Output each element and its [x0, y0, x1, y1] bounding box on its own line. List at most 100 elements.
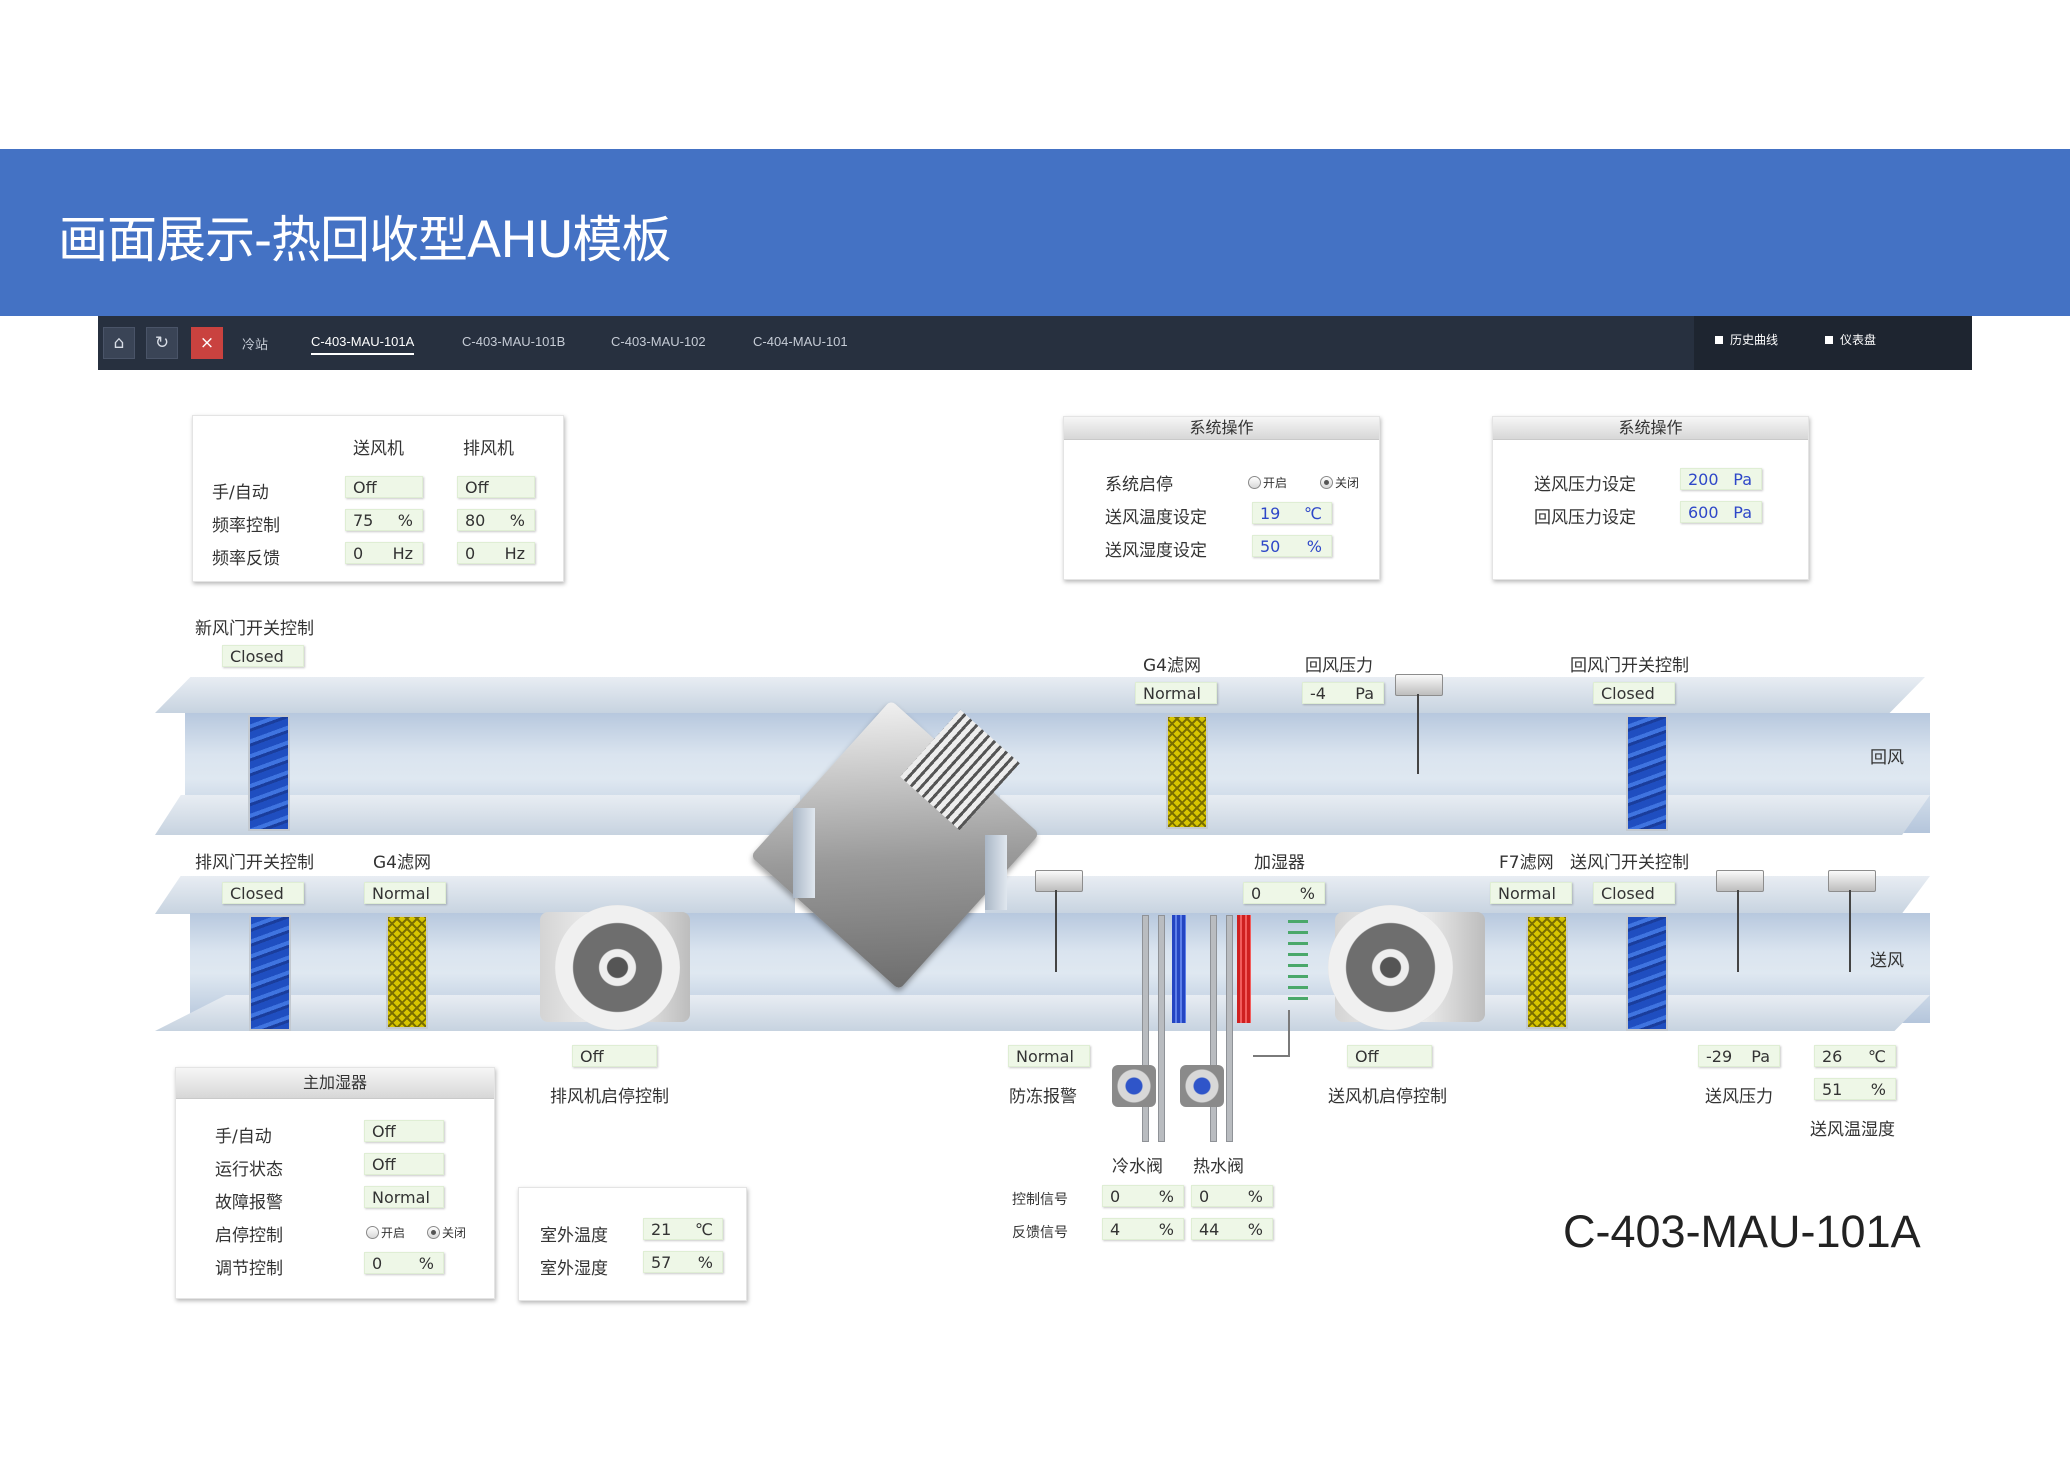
supply-damper-state[interactable]: Closed — [1593, 882, 1675, 904]
return-air-damper[interactable] — [1626, 715, 1668, 831]
system-off-radio[interactable]: 关闭 — [1320, 474, 1359, 491]
return-pressure-setpoint-label: 回风压力设定 — [1534, 508, 1636, 528]
tab-c-403-mau-101a[interactable]: C-403-MAU-101A — [311, 334, 415, 355]
hot-water-valve-icon[interactable] — [1180, 1065, 1224, 1107]
supply-temp-setpoint-field[interactable]: 19℃ — [1252, 502, 1332, 524]
hum-mode-field[interactable]: Off — [364, 1120, 444, 1142]
hot-valve-control-field[interactable]: 0% — [1191, 1185, 1273, 1207]
cooling-coil — [1172, 915, 1186, 1023]
panel-title: 系统操作 — [1064, 417, 1379, 440]
freq-fb-row-label: 频率反馈 — [212, 549, 280, 569]
supply-hum-setpoint-label: 送风湿度设定 — [1105, 541, 1207, 561]
exhaust-fan-freq-field[interactable]: 80% — [457, 509, 535, 531]
cold-valve-feedback-field: 4% — [1102, 1218, 1184, 1240]
hum-adjust-label: 调节控制 — [215, 1259, 283, 1279]
f7-filter — [1526, 915, 1568, 1029]
hum-adjust-field[interactable]: 0% — [364, 1252, 444, 1274]
exhaust-fan-icon[interactable] — [555, 905, 680, 1030]
heating-coil — [1237, 915, 1251, 1023]
hot-valve-label: 热水阀 — [1193, 1157, 1244, 1177]
humidifier-nozzles-icon — [1288, 920, 1308, 1000]
supply-fan-label: 送风机启停控制 — [1328, 1087, 1447, 1107]
exhaust-air-damper[interactable] — [249, 915, 291, 1031]
hot-valve-feedback-field: 44% — [1191, 1218, 1273, 1240]
g4-return-filter-label: G4滤网 — [1143, 656, 1201, 676]
exhaust-damper-state[interactable]: Closed — [222, 882, 304, 904]
fresh-damper-label: 新风门开关控制 — [195, 619, 314, 639]
supply-temp-probe — [1055, 890, 1057, 972]
supply-air-damper[interactable] — [1626, 915, 1668, 1031]
supply-pressure-probe — [1737, 890, 1739, 972]
exhaust-fan-col-header: 排风机 — [463, 439, 514, 459]
control-signal-label: 控制信号 — [1012, 1192, 1068, 1208]
return-pressure-probe — [1417, 694, 1419, 774]
tab-c-403-mau-102[interactable]: C-403-MAU-102 — [611, 334, 706, 349]
system-operation-panel-2: 系统操作 — [1492, 416, 1809, 580]
radio-icon — [1248, 476, 1261, 489]
humidifier-value-field: 0% — [1243, 882, 1325, 904]
supply-fan-icon[interactable] — [1328, 905, 1453, 1030]
exhaust-damper-label: 排风门开关控制 — [195, 853, 314, 873]
unit-id-label: C-403-MAU-101A — [1563, 1206, 1921, 1257]
close-icon[interactable]: × — [191, 327, 223, 359]
supply-air-label: 送风 — [1870, 951, 1904, 971]
return-air-label: 回风 — [1870, 748, 1904, 768]
supply-temp-sensor-icon — [1035, 870, 1083, 892]
supply-th-sensor-icon — [1828, 870, 1876, 892]
dashboard-link[interactable]: 仪表盘 — [1824, 331, 1876, 348]
grid-icon — [1714, 335, 1724, 345]
tab-c-403-mau-101b[interactable]: C-403-MAU-101B — [462, 334, 566, 349]
humidifier-pipe — [1288, 1010, 1290, 1055]
history-curve-link[interactable]: 历史曲线 — [1714, 331, 1778, 348]
return-damper-state[interactable]: Closed — [1593, 682, 1675, 704]
supply-hum-setpoint-field[interactable]: 50% — [1252, 535, 1332, 557]
supply-damper-label: 送风门开关控制 — [1570, 853, 1689, 873]
f7-filter-label: F7滤网 — [1499, 853, 1554, 873]
frost-alarm-state: Normal — [1008, 1045, 1090, 1067]
radio-icon — [366, 1226, 379, 1239]
return-duct-bottom-right — [1000, 795, 1930, 835]
supply-pressure-sensor-icon — [1716, 870, 1764, 892]
hum-mode-label: 手/自动 — [215, 1127, 272, 1147]
title-banner — [0, 149, 2070, 316]
supply-fan-freq-field[interactable]: 75% — [345, 509, 423, 531]
outdoor-temp-label: 室外温度 — [540, 1226, 608, 1246]
f7-filter-state: Normal — [1490, 882, 1572, 904]
outdoor-hum-field: 57% — [643, 1251, 723, 1273]
tab-cold-station[interactable]: 冷站 — [242, 337, 269, 352]
refresh-icon[interactable]: ↻ — [146, 327, 178, 359]
fresh-air-damper[interactable] — [248, 715, 290, 831]
supply-fan-state[interactable]: Off — [1347, 1045, 1432, 1067]
return-pressure-label: 回风压力 — [1305, 656, 1373, 676]
home-icon[interactable]: ⌂ — [103, 327, 135, 359]
outdoor-temp-field: 21℃ — [643, 1218, 723, 1240]
panel-title: 系统操作 — [1493, 417, 1808, 440]
return-damper-label: 回风门开关控制 — [1570, 656, 1689, 676]
supply-fan-col-header: 送风机 — [353, 439, 404, 459]
cold-water-pipe-return — [1158, 915, 1165, 1142]
hum-fault-field: Normal — [364, 1186, 444, 1208]
exhaust-fan-mode-field[interactable]: Off — [457, 476, 535, 498]
exhaust-fan-state[interactable]: Off — [572, 1045, 657, 1067]
cold-valve-control-field[interactable]: 0% — [1102, 1185, 1184, 1207]
outdoor-conditions-panel — [518, 1187, 747, 1301]
hum-off-radio[interactable]: 关闭 — [427, 1224, 466, 1241]
exhaust-fan-label: 排风机启停控制 — [550, 1087, 669, 1107]
supply-pressure-setpoint-label: 送风压力设定 — [1534, 475, 1636, 495]
supply-fan-mode-field[interactable]: Off — [345, 476, 423, 498]
hot-water-pipe — [1210, 915, 1217, 1142]
hum-fault-label: 故障报警 — [215, 1193, 283, 1213]
hum-run-field: Off — [364, 1153, 444, 1175]
cold-water-valve-icon[interactable] — [1112, 1065, 1156, 1107]
fresh-damper-state[interactable]: Closed — [222, 645, 304, 667]
hum-on-radio[interactable]: 开启 — [366, 1224, 405, 1241]
supply-hum-field: 51% — [1814, 1078, 1896, 1100]
tab-c-404-mau-101[interactable]: C-404-MAU-101 — [753, 334, 848, 349]
supply-pressure-label: 送风压力 — [1705, 1087, 1773, 1107]
outdoor-hum-label: 室外湿度 — [540, 1259, 608, 1279]
mode-row-label: 手/自动 — [212, 483, 269, 503]
system-on-radio[interactable]: 开启 — [1248, 474, 1287, 491]
